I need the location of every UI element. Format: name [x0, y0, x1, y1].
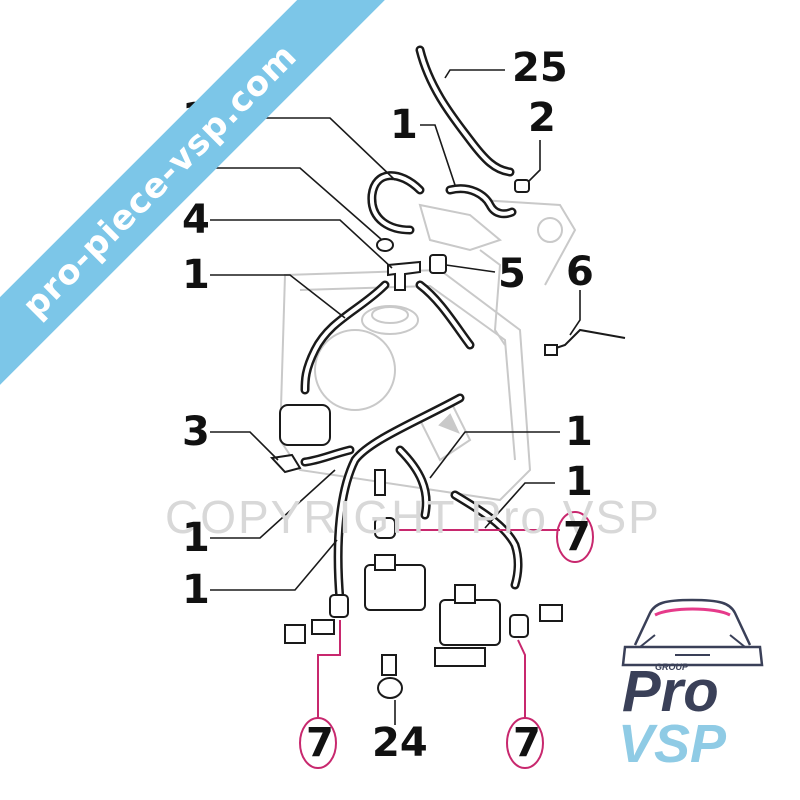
callout-1-top-mid: 1: [390, 102, 418, 148]
ghost-reservoir: [278, 199, 577, 502]
highlight-ovals: [299, 511, 594, 769]
logo-group-text: GROUP: [655, 662, 689, 672]
highlight-leaders: [317, 529, 560, 718]
callout-7-right: 7: [563, 514, 591, 560]
callout-7-bottom-left: 7: [306, 720, 334, 766]
callout-6: 6: [566, 249, 594, 295]
callout-1-right-b: 1: [565, 459, 593, 505]
small-parts: [269, 179, 626, 699]
callout-1-right-a: 1: [565, 409, 593, 455]
callout-5: 5: [498, 251, 526, 297]
hoses-highlight: [303, 48, 520, 602]
logo-pro-text: Pro: [622, 659, 719, 724]
callout-2: 2: [528, 95, 556, 141]
callout-1-mid-left: 1: [182, 252, 210, 298]
callout-3: 3: [182, 409, 210, 455]
logo-vsp-text: VSP: [618, 714, 727, 774]
callout-1-bottom-left: 1: [182, 567, 210, 613]
callout-4: 4: [182, 197, 210, 243]
callout-7-bottom-right: 7: [513, 720, 541, 766]
callout-1-low-left: 1: [182, 515, 210, 561]
callout-25: 25: [512, 45, 568, 91]
pro-vsp-logo: GROUP Pro VSP: [600, 585, 785, 775]
car-outline-icon: [621, 598, 764, 667]
copyright-watermark: COPYRIGHT Pro VSP: [165, 491, 661, 543]
callout-24: 24: [372, 720, 428, 766]
